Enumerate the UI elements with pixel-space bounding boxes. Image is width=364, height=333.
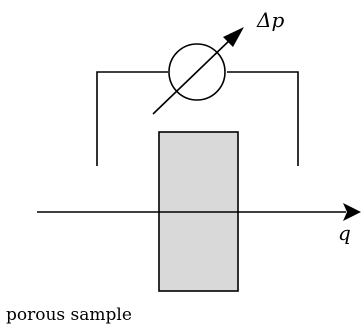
pressure-line-right [227, 71, 299, 166]
gauge-arrow-head [223, 27, 244, 47]
pressure-line-left [96, 71, 168, 166]
gauge-arrow-shaft [152, 37, 233, 115]
pressure-drop-label: Δp [256, 8, 284, 32]
flow-rate-label: q [338, 221, 351, 245]
pressure-gauge-icon [152, 27, 244, 115]
porous-sample-label: porous sample [6, 305, 132, 325]
gauge-circle [168, 43, 226, 101]
flow-arrow-head [343, 203, 361, 221]
flow-arrow-icon [37, 203, 361, 221]
